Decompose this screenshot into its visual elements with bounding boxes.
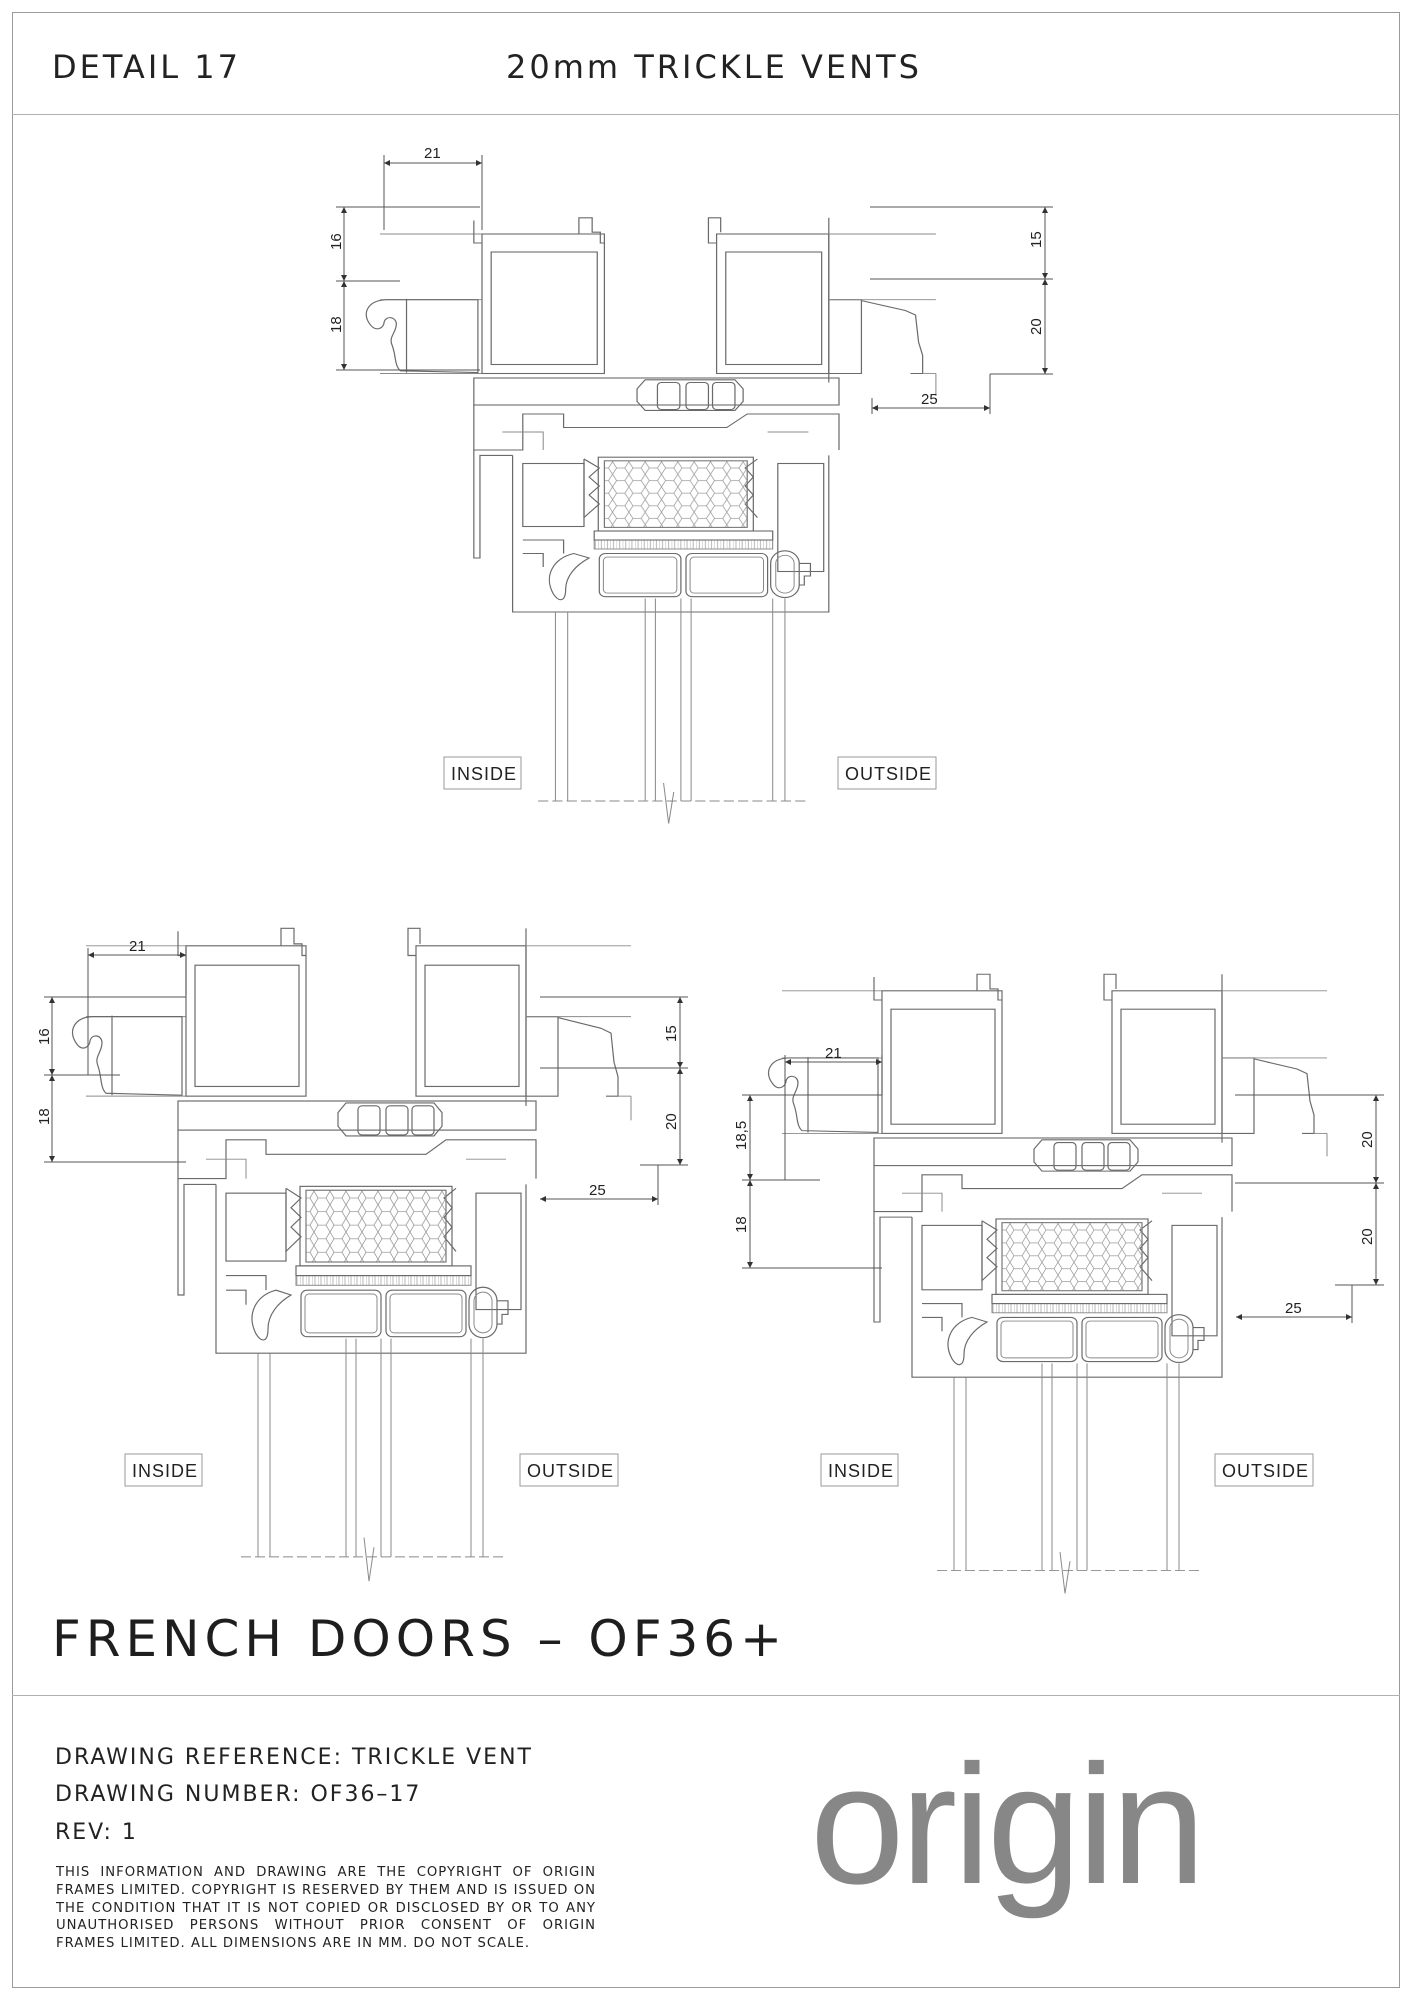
drawing-title: FRENCH DOORS – OF36+: [52, 1610, 788, 1668]
detail-2-dim-right-upper: 15: [663, 1025, 680, 1042]
detail-1-dimensions: 21 16 18 15 20 25: [328, 145, 1053, 414]
detail-1-dim-right-lower: 20: [1028, 318, 1045, 335]
detail-subject: 20mm TRICKLE VENTS: [506, 48, 922, 86]
detail-3-section: 21 18,5 18 20 20 25 INSIDE OUTSIDE: [733, 973, 1384, 1595]
detail-3-dim-right-lower: 20: [1359, 1228, 1376, 1245]
header-divider: [12, 114, 1400, 115]
section-drawings: 21 16 18 15 20 25 INSIDE OUTSIDE: [36, 145, 1384, 1595]
detail-1-dim-top: 21: [424, 145, 441, 162]
origin-logo: origin: [810, 1730, 1206, 1920]
detail-1-dim-vent: 25: [921, 391, 938, 408]
detail-1-dim-right-upper: 15: [1028, 231, 1045, 248]
detail-3-dim-left-upper: 18,5: [733, 1121, 750, 1150]
drawing-revision: REV: 1: [55, 1820, 138, 1845]
drawing-number: DRAWING NUMBER: OF36–17: [55, 1782, 422, 1807]
detail-1-outside-box: [837, 756, 937, 790]
detail-2-dim-left-upper: 16: [36, 1028, 53, 1045]
detail-1-section: 21 16 18 15 20 25 INSIDE OUTSIDE: [328, 145, 1053, 825]
detail-3-dim-vent: 25: [1285, 1300, 1302, 1317]
copyright-notice: THIS INFORMATION AND DRAWING ARE THE COP…: [56, 1865, 596, 1952]
detail-3-dim-top: 21: [825, 1045, 842, 1062]
detail-1-dim-left-upper: 16: [328, 233, 345, 250]
detail-2-outside-box: [519, 1453, 619, 1487]
drawing-reference: DRAWING REFERENCE: TRICKLE VENT: [55, 1745, 533, 1770]
detail-3-dimensions: 21 18,5 18 20 20 25: [733, 1045, 1384, 1323]
detail-3-outside-label: OUTSIDE: [1222, 1461, 1309, 1481]
detail-2-dimensions: 21 16 18 15 20 25: [36, 938, 688, 1205]
detail-number: DETAIL 17: [52, 48, 241, 86]
detail-2-dim-right-lower: 20: [663, 1113, 680, 1130]
detail-2-dim-vent: 25: [589, 1182, 606, 1199]
detail-1-inside-box: [443, 756, 522, 790]
detail-3-outside-box: [1214, 1453, 1314, 1487]
detail-2-inside-box: [124, 1453, 203, 1487]
detail-1-inside-label: INSIDE: [451, 764, 517, 784]
drawing-sheet-border: [12, 12, 1400, 1988]
detail-3-dim-right-upper: 20: [1359, 1131, 1376, 1148]
detail-2-section: 21 16 18 15 20 25 INSIDE OUTSIDE: [36, 927, 688, 1582]
title-block-divider: [12, 1695, 1400, 1696]
detail-2-inside-label: INSIDE: [132, 1461, 198, 1481]
detail-2-dim-left-lower: 18: [36, 1108, 53, 1125]
detail-1-outside-label: OUTSIDE: [845, 764, 932, 784]
detail-3-dim-left-lower: 18: [733, 1216, 750, 1233]
detail-3-inside-box: [820, 1453, 899, 1487]
detail-2-dim-top: 21: [129, 938, 146, 955]
detail-1-dim-left-lower: 18: [328, 316, 345, 333]
detail-3-inside-label: INSIDE: [828, 1461, 894, 1481]
detail-2-outside-label: OUTSIDE: [527, 1461, 614, 1481]
